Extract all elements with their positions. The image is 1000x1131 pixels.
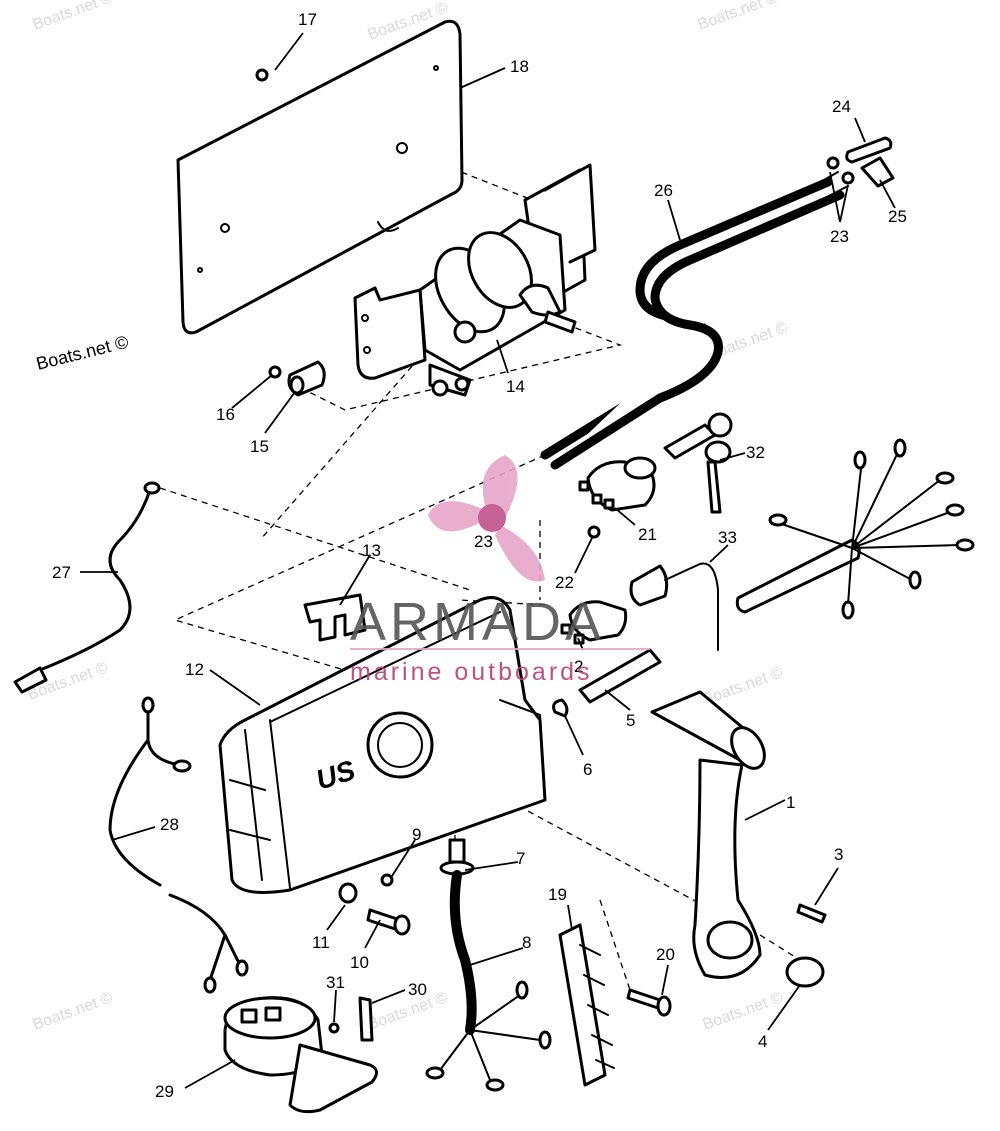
screw-20: [626, 988, 672, 1017]
wire-28: [108, 696, 249, 994]
watermark-text: Boats.net ©: [31, 989, 116, 1034]
cable-end-24: [845, 136, 893, 164]
screw-17: [255, 68, 269, 82]
callout-32: 32: [746, 443, 765, 462]
tube-5: [578, 648, 662, 704]
callout-25: 25: [888, 207, 907, 226]
ignition-switch: [578, 456, 657, 512]
callout-11: 11: [312, 933, 330, 952]
choke-knob-33: [629, 562, 719, 651]
cable-bundle-8: [425, 870, 552, 1092]
callout-31: 31: [326, 973, 345, 992]
callout-23: 23: [830, 227, 849, 246]
callout-27: 27: [52, 563, 71, 582]
callout-1: 1: [786, 793, 795, 812]
wire-27: [13, 481, 161, 694]
throttle-shift-cables: [540, 171, 849, 470]
propeller-logo-icon: [428, 455, 545, 582]
brand-name: ARMADA: [350, 592, 605, 652]
control-handle: [650, 690, 766, 979]
callout-labels: 17 18 24 26 25 23 14 16 15 32 21 23 27 1…: [52, 10, 907, 1101]
wiring-harness: [735, 438, 975, 620]
callout-22: 22: [555, 573, 574, 592]
ignition-keys: [663, 412, 733, 514]
nut-22: [587, 525, 601, 539]
warning-horn: [223, 996, 378, 1114]
callout-16: 16: [216, 405, 235, 424]
callout-14: 14: [506, 377, 525, 396]
control-mechanism: [353, 163, 597, 397]
callout-19: 19: [548, 885, 567, 904]
callout-5: 5: [626, 711, 635, 730]
control-housing: US: [218, 596, 547, 894]
clip-6: [552, 698, 569, 718]
callout-15: 15: [250, 437, 269, 456]
callout-12: 12: [185, 660, 204, 679]
callout-2: 2: [574, 657, 583, 676]
callout-26: 26: [654, 181, 673, 200]
callout-17: 17: [298, 10, 317, 29]
callout-18: 18: [510, 57, 529, 76]
callout-21: 21: [638, 525, 657, 544]
callout-9: 9: [412, 825, 421, 844]
nut-16: [268, 365, 282, 379]
watermark-text: Boats.net ©: [696, 0, 781, 34]
callout-23: 23: [474, 532, 493, 551]
callout-8: 8: [522, 933, 531, 952]
bracket-13: [303, 593, 367, 642]
screw-30: [358, 996, 374, 1042]
screw-31: [328, 1022, 340, 1034]
callout-30: 30: [408, 980, 427, 999]
leader-lines: [80, 32, 896, 1089]
watermark-text: Boats.net ©: [701, 989, 786, 1034]
cable-end-25: [860, 156, 895, 188]
terminal-block: [558, 923, 615, 1087]
screw-10: [366, 908, 411, 936]
callout-29: 29: [155, 1082, 174, 1101]
callout-4: 4: [758, 1032, 767, 1051]
callout-24: 24: [832, 97, 851, 116]
watermark-text: Boats.net ©: [34, 332, 130, 374]
switch-2: [560, 600, 628, 645]
nuts-23-top: [826, 156, 855, 185]
brand-watermark: ARMADA marine outboards: [350, 455, 650, 686]
spacer-15: [287, 360, 326, 397]
washer-11: [338, 882, 358, 904]
callout-10: 10: [350, 953, 369, 972]
screw-3: [796, 903, 827, 924]
watermark-text: Boats.net ©: [31, 0, 116, 34]
mounting-plate: [176, 19, 464, 335]
screw-9: [380, 873, 394, 887]
callout-33: 33: [718, 528, 737, 547]
callout-20: 20: [656, 945, 675, 964]
brand-sub: marine outboards: [350, 658, 593, 686]
callout-3: 3: [834, 845, 843, 864]
callout-13: 13: [362, 541, 381, 560]
callout-7: 7: [516, 849, 525, 868]
callout-6: 6: [583, 760, 592, 779]
callout-28: 28: [160, 815, 179, 834]
cap-4: [785, 956, 825, 988]
